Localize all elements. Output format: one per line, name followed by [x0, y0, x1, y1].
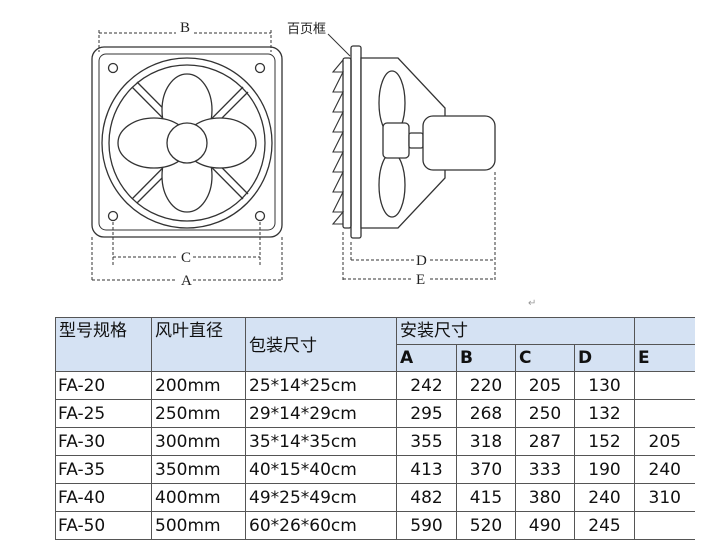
cell-model: FA-30 [55, 427, 152, 456]
cell-d: 130 [574, 371, 635, 400]
cell-model: FA-25 [55, 399, 152, 428]
cell-c: 250 [515, 399, 575, 428]
cell-diameter: 200mm [151, 371, 246, 400]
dim-label-c: C [181, 250, 191, 266]
cell-b: 415 [456, 483, 516, 512]
cell-model: FA-35 [55, 455, 152, 484]
cell-diameter: 500mm [151, 511, 246, 540]
cell-b: 220 [456, 371, 516, 400]
cell-d: 132 [574, 399, 635, 428]
cell-diameter: 300mm [151, 427, 246, 456]
subheader-d: D [574, 344, 635, 372]
cell-c: 205 [515, 371, 575, 400]
header-package: 包装尺寸 [245, 317, 397, 372]
cell-a: 355 [396, 427, 457, 456]
cell-e [634, 511, 695, 540]
cell-c: 380 [515, 483, 575, 512]
cell-c: 333 [515, 455, 575, 484]
dim-label-a: A [181, 273, 192, 289]
table-row: FA-35 350mm 40*15*40cm 413 370 333 190 2… [55, 455, 695, 484]
cell-a: 482 [396, 483, 457, 512]
table-subheader-row: A B C D E [56, 344, 695, 372]
front-view [91, 30, 283, 282]
table-row: FA-20 200mm 25*14*25cm 242 220 205 130 [55, 371, 695, 400]
side-view [327, 33, 496, 282]
table-header-row: 型号规格 风叶直径 包装尺寸 安装尺寸 [55, 317, 695, 372]
cell-e: 205 [634, 427, 695, 456]
cell-model: FA-40 [55, 483, 152, 512]
cell-d: 152 [574, 427, 635, 456]
cell-diameter: 350mm [151, 455, 246, 484]
table-row: FA-30 300mm 35*14*35cm 355 318 287 152 2… [55, 427, 695, 456]
cell-b: 370 [456, 455, 516, 484]
cell-diameter: 400mm [151, 483, 246, 512]
dim-label-d: D [416, 253, 427, 269]
header-install: 安装尺寸 [396, 317, 635, 345]
table-row: FA-40 400mm 49*25*49cm 482 415 380 240 3… [55, 483, 695, 512]
header-model: 型号规格 [55, 317, 152, 372]
cell-e [634, 371, 695, 400]
cell-e: 310 [634, 483, 695, 512]
subheader-c: C [515, 344, 575, 372]
cell-a: 295 [396, 399, 457, 428]
cell-package: 25*14*25cm [245, 371, 397, 400]
cell-model: FA-20 [55, 371, 152, 400]
cell-e: 240 [634, 455, 695, 484]
cell-c: 287 [515, 427, 575, 456]
subheader-e: E [634, 344, 695, 372]
cell-model: FA-50 [55, 511, 152, 540]
cell-b: 318 [456, 427, 516, 456]
cell-a: 590 [396, 511, 457, 540]
cell-diameter: 250mm [151, 399, 246, 428]
header-diameter: 风叶直径 [151, 317, 246, 372]
cell-d: 240 [574, 483, 635, 512]
spec-table: 型号规格 风叶直径 包装尺寸 安装尺寸 A B C D E FA-20 200m… [55, 317, 695, 540]
cell-b: 520 [456, 511, 516, 540]
cell-b: 268 [456, 399, 516, 428]
cell-a: 413 [396, 455, 457, 484]
cell-e [634, 399, 695, 428]
header-blank [634, 317, 695, 345]
cell-c: 490 [515, 511, 575, 540]
cell-package: 40*15*40cm [245, 455, 397, 484]
table-row: FA-50 500mm 60*26*60cm 590 520 490 245 [55, 511, 695, 540]
paragraph-mark: ↵ [528, 298, 537, 309]
cell-d: 245 [574, 511, 635, 540]
table-row: FA-25 250mm 29*14*29cm 295 268 250 132 [55, 399, 695, 428]
cell-package: 35*14*35cm [245, 427, 397, 456]
cell-package: 49*25*49cm [245, 483, 397, 512]
dim-label-e: E [416, 272, 425, 288]
cell-a: 242 [396, 371, 457, 400]
fan-technical-drawing: B C A 百页框 D E [91, 20, 496, 289]
louver-frame-label: 百页框 [287, 22, 326, 37]
cell-package: 60*26*60cm [245, 511, 397, 540]
subheader-a: A [396, 344, 457, 372]
subheader-b: B [456, 344, 516, 372]
cell-package: 29*14*29cm [245, 399, 397, 428]
dim-label-b: B [180, 20, 190, 36]
cell-d: 190 [574, 455, 635, 484]
